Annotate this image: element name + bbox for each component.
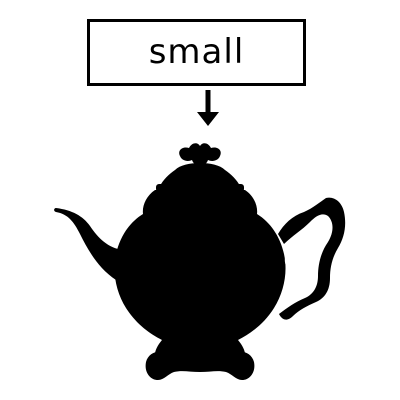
teapot-silhouette-icon — [54, 143, 346, 380]
down-arrow-icon — [197, 90, 219, 126]
size-label-box: small — [87, 19, 306, 86]
size-label-text: small — [148, 31, 245, 72]
